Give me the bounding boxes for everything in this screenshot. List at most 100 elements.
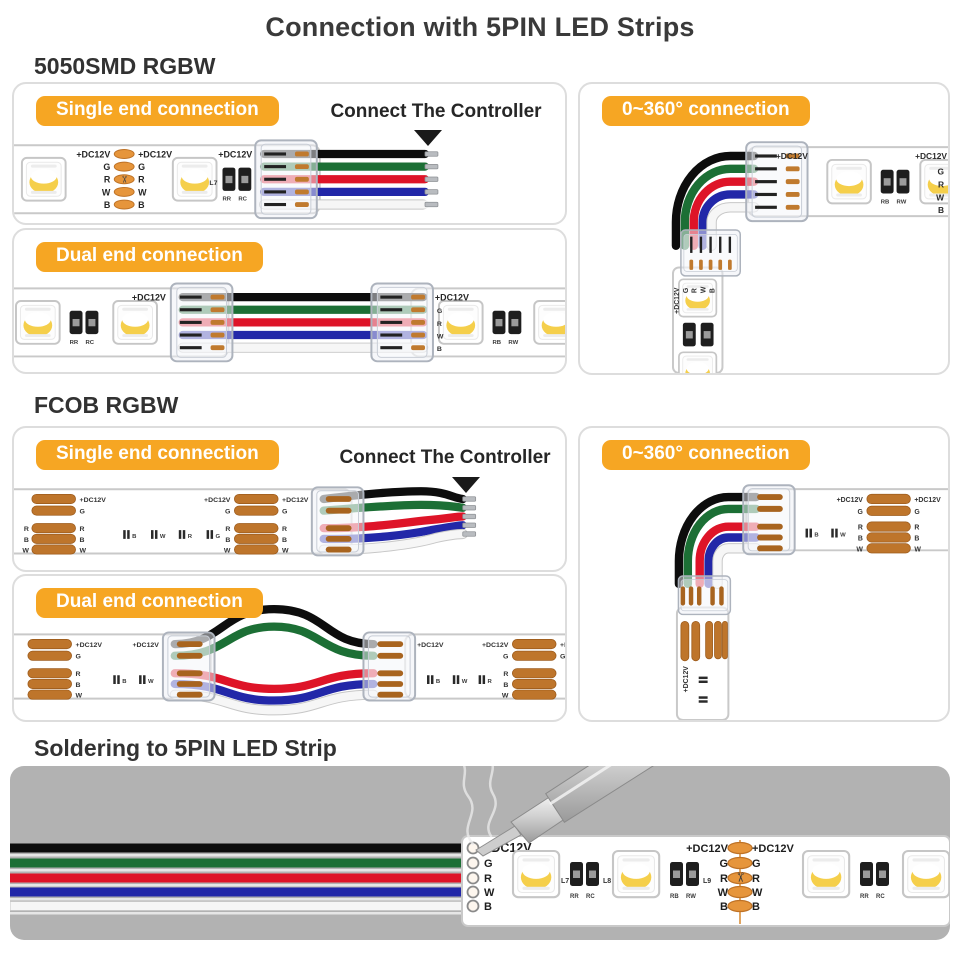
svg-text:RC: RC	[876, 894, 885, 900]
svg-text:G: G	[80, 509, 85, 516]
svg-text:B: B	[437, 346, 442, 353]
svg-text:+DC12V: +DC12V	[80, 497, 107, 504]
svg-text:+DC12V: +DC12V	[674, 287, 681, 314]
svg-text:B: B	[24, 537, 29, 544]
svg-text:+DC12V: +DC12V	[915, 151, 947, 161]
page-title: Connection with 5PIN LED Strips	[265, 12, 695, 42]
svg-text:G: G	[225, 509, 230, 516]
svg-text:+DC12V: +DC12V	[218, 149, 252, 159]
svg-text:R: R	[437, 321, 442, 328]
svg-text:+DC12V: +DC12V	[132, 642, 159, 649]
svg-text:B: B	[858, 535, 863, 542]
section-heading-fcob: FCOB RGBW	[34, 392, 179, 418]
solder-pad-group: +DC12V G R W B ✂ +DC12V G R W B	[686, 840, 795, 924]
strip-connector	[310, 486, 365, 557]
section-5050smd: Single end connection Connect The Contro…	[0, 82, 960, 375]
svg-text:+DC12V: +DC12V	[776, 151, 808, 161]
svg-text:RW: RW	[508, 340, 518, 346]
svg-text:B: B	[104, 200, 110, 210]
svg-text:RC: RC	[238, 197, 247, 203]
diagram-fcob-single-end: +DC12V G R R B B W W B W R G	[14, 486, 477, 557]
diagram-5050-single-end: +DC12V G R W B ✂ +DC12V G R W B	[14, 139, 439, 220]
svg-text:W: W	[752, 887, 763, 899]
svg-text:B: B	[282, 537, 287, 544]
section-heading-soldering: Soldering to 5PIN LED Strip	[34, 735, 337, 761]
svg-text:B: B	[503, 682, 508, 689]
fcob-chip-marks: B W R G	[123, 530, 221, 540]
strip-connector	[161, 631, 216, 702]
fcob-pad-cluster: +DC12V+DC12V GG R B W	[482, 639, 565, 700]
svg-text:+DC12V: +DC12V	[560, 642, 565, 649]
resistor-pair: RB RW	[492, 310, 522, 346]
svg-text:B: B	[122, 679, 126, 685]
svg-text:W: W	[148, 679, 154, 685]
fcob-chip-marks: B W	[805, 528, 846, 539]
svg-text:+DC12V: +DC12V	[138, 149, 172, 159]
controller-note: Connect The Controller	[339, 447, 551, 468]
svg-text:W: W	[840, 533, 846, 539]
arrow-down-icon	[452, 477, 480, 493]
panel-fcob-dual-end: Dual end connection +DC12V G R B W	[12, 574, 567, 722]
led-chip	[20, 156, 67, 202]
svg-text:G: G	[437, 308, 442, 315]
svg-text:RB: RB	[493, 340, 502, 346]
svg-text:W: W	[76, 693, 83, 700]
led-chip	[801, 849, 851, 899]
svg-text:B: B	[76, 682, 81, 689]
badge-single-end: Single end connection	[36, 96, 279, 126]
led-chip	[112, 300, 158, 345]
svg-text:W: W	[160, 534, 166, 540]
svg-text:R: R	[752, 873, 760, 885]
svg-text:G: G	[683, 288, 690, 293]
svg-text:B: B	[720, 901, 728, 913]
svg-text:B: B	[710, 288, 717, 293]
svg-text:R: R	[692, 288, 699, 293]
svg-text:B: B	[132, 534, 136, 540]
svg-text:L9: L9	[703, 878, 711, 885]
resistor-pair: RR RC	[222, 167, 252, 203]
svg-text:B: B	[225, 537, 230, 544]
svg-text:+DC12V: +DC12V	[837, 497, 864, 504]
svg-text:+DC12V: +DC12V	[417, 642, 444, 649]
corner-wires	[671, 151, 760, 251]
svg-text:G: G	[858, 509, 863, 516]
svg-text:R: R	[503, 671, 508, 678]
resistor-pair: RR RC	[570, 862, 599, 900]
led-chip	[901, 849, 950, 899]
fcob-pad-cluster: +DC12V G R B W	[27, 639, 102, 700]
svg-text:W: W	[502, 693, 509, 700]
svg-text:G: G	[138, 162, 145, 172]
svg-text:G: G	[216, 534, 221, 540]
svg-text:G: G	[282, 509, 287, 516]
svg-text:R: R	[858, 525, 863, 532]
svg-text:RW: RW	[686, 894, 696, 900]
strip-connector	[370, 282, 434, 363]
diagram-soldering: +DC12V G R W B L7 RR RC L8 RB RW L9 +DC1…	[10, 766, 950, 940]
svg-text:+DC12V: +DC12V	[204, 497, 231, 504]
svg-text:B: B	[484, 901, 492, 913]
svg-text:W: W	[282, 548, 289, 555]
svg-text:L7: L7	[561, 878, 569, 885]
svg-text:R: R	[24, 526, 29, 533]
svg-text:W: W	[484, 887, 495, 899]
diagram-fcob-dual-end: +DC12V G R B W B W +DC12V	[14, 604, 565, 716]
svg-text:W: W	[22, 548, 29, 555]
svg-text:+DC12V: +DC12V	[132, 293, 166, 303]
corner-wires	[674, 492, 762, 590]
svg-text:+DC12V: +DC12V	[752, 843, 795, 855]
svg-text:G: G	[560, 654, 565, 661]
svg-text:G: G	[503, 654, 508, 661]
smoke-wisps	[462, 766, 497, 846]
svg-text:W: W	[914, 546, 921, 553]
svg-text:W: W	[701, 286, 708, 293]
svg-text:W: W	[224, 548, 231, 555]
svg-text:R: R	[282, 526, 287, 533]
diagram-5050-angle: RB RW +DC12V G R W B	[671, 141, 948, 373]
svg-text:RR: RR	[860, 894, 869, 900]
svg-text:R: R	[76, 671, 81, 678]
strip-connector	[254, 139, 318, 220]
svg-text:B: B	[436, 679, 440, 685]
svg-text:R: R	[484, 873, 492, 885]
